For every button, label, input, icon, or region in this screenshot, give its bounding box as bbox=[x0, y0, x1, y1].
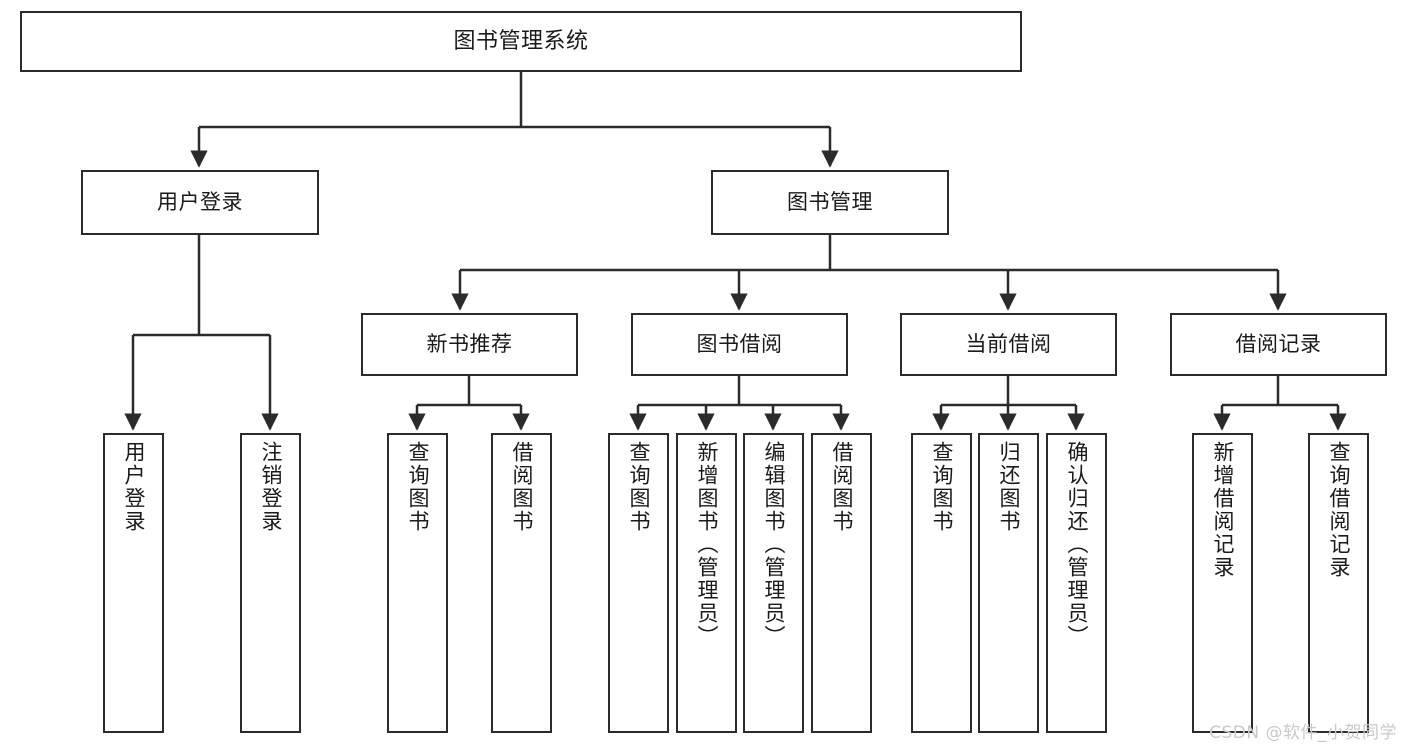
node-label: 图书管理系统 bbox=[453, 28, 589, 54]
leaf-add-borrow-record[interactable]: 新增借阅记录 bbox=[1192, 433, 1253, 733]
leaf-query-book-current[interactable]: 查询图书 bbox=[911, 433, 972, 733]
leaf-add-book-admin[interactable]: 新增图书（管理员） bbox=[676, 433, 737, 733]
node-label: 用户登录 bbox=[122, 441, 146, 533]
node-user-login[interactable]: 用户登录 bbox=[81, 170, 319, 235]
node-new-book-recommend[interactable]: 新书推荐 bbox=[361, 313, 578, 376]
leaf-return-book[interactable]: 归还图书 bbox=[978, 433, 1039, 733]
node-label: 借阅图书 bbox=[510, 441, 534, 533]
node-label: 查询图书 bbox=[930, 441, 954, 533]
node-label: 新增图书（管理员） bbox=[695, 441, 719, 648]
node-label: 归还图书 bbox=[997, 441, 1021, 533]
leaf-query-book-borrow[interactable]: 查询图书 bbox=[608, 433, 669, 733]
leaf-query-borrow-record[interactable]: 查询借阅记录 bbox=[1308, 433, 1369, 733]
node-label: 借阅记录 bbox=[1235, 332, 1322, 357]
node-label: 查询图书 bbox=[627, 441, 651, 533]
node-current-borrow[interactable]: 当前借阅 bbox=[900, 313, 1117, 376]
node-label: 编辑图书（管理员） bbox=[762, 441, 786, 648]
leaf-user-login[interactable]: 用户登录 bbox=[103, 433, 164, 733]
leaf-borrow-book-new[interactable]: 借阅图书 bbox=[491, 433, 552, 733]
node-label: 新书推荐 bbox=[426, 332, 513, 357]
leaf-confirm-return-admin[interactable]: 确认归还（管理员） bbox=[1046, 433, 1107, 733]
leaf-borrow-book[interactable]: 借阅图书 bbox=[811, 433, 872, 733]
node-book-borrow[interactable]: 图书借阅 bbox=[631, 313, 848, 376]
node-label: 确认归还（管理员） bbox=[1065, 441, 1089, 648]
node-label: 当前借阅 bbox=[965, 332, 1052, 357]
leaf-query-book-new[interactable]: 查询图书 bbox=[387, 433, 448, 733]
node-label: 注销登录 bbox=[259, 441, 283, 533]
node-label: 用户登录 bbox=[157, 190, 243, 215]
node-borrow-record[interactable]: 借阅记录 bbox=[1170, 313, 1387, 376]
node-label: 查询借阅记录 bbox=[1327, 441, 1351, 579]
node-root-library-system[interactable]: 图书管理系统 bbox=[20, 11, 1022, 72]
leaf-edit-book-admin[interactable]: 编辑图书（管理员） bbox=[743, 433, 804, 733]
node-book-management[interactable]: 图书管理 bbox=[711, 170, 949, 235]
leaf-logout[interactable]: 注销登录 bbox=[240, 433, 301, 733]
node-label: 图书管理 bbox=[787, 190, 873, 215]
node-label: 图书借阅 bbox=[696, 332, 783, 357]
node-label: 新增借阅记录 bbox=[1211, 441, 1235, 579]
node-label: 借阅图书 bbox=[830, 441, 854, 533]
node-label: 查询图书 bbox=[406, 441, 430, 533]
